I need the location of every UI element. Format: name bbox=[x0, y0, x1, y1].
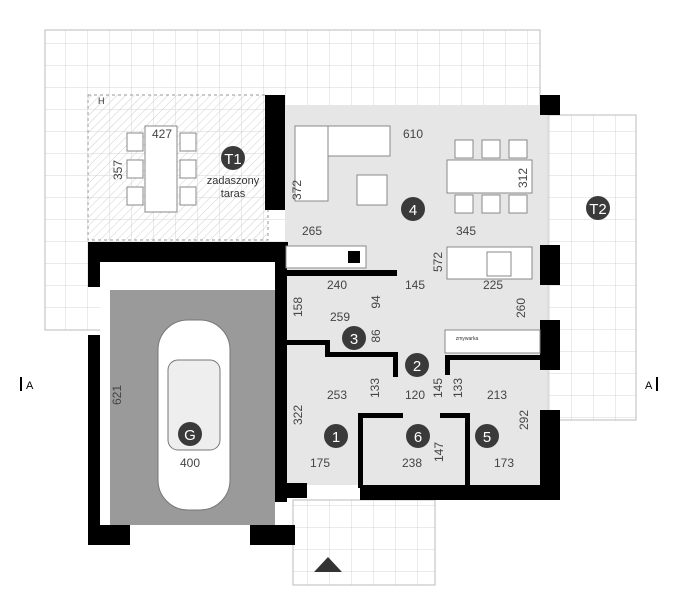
terrace-t2 bbox=[547, 114, 637, 421]
room-markers: T1 zadaszony taras T2 4 3 2 1 6 5 G bbox=[178, 146, 610, 448]
furniture bbox=[126, 125, 541, 354]
room-marker-5: 5 bbox=[475, 424, 499, 448]
section-mark-right: A bbox=[645, 377, 658, 392]
svg-text:173: 173 bbox=[494, 456, 514, 470]
room-name-t1-line1: zadaszony bbox=[207, 175, 260, 187]
entrance-arrow-icon bbox=[314, 557, 342, 572]
svg-text:259: 259 bbox=[330, 310, 350, 324]
car-icon bbox=[157, 319, 231, 511]
svg-text:158: 158 bbox=[291, 297, 305, 317]
room-marker-6: 6 bbox=[406, 424, 430, 448]
svg-text:225: 225 bbox=[483, 278, 503, 292]
svg-text:G: G bbox=[184, 427, 196, 444]
svg-text:133: 133 bbox=[451, 378, 465, 398]
svg-text:621: 621 bbox=[110, 385, 124, 405]
svg-text:1: 1 bbox=[332, 429, 340, 446]
svg-text:145: 145 bbox=[431, 378, 445, 398]
svg-text:253: 253 bbox=[327, 388, 347, 402]
svg-text:86: 86 bbox=[369, 329, 383, 343]
svg-text:322: 322 bbox=[291, 405, 305, 425]
svg-text:T1: T1 bbox=[224, 151, 242, 168]
room-name-t1-line2: taras bbox=[221, 188, 246, 200]
svg-text:147: 147 bbox=[432, 442, 446, 462]
svg-text:572: 572 bbox=[431, 252, 445, 272]
svg-text:345: 345 bbox=[456, 224, 476, 238]
room-marker-t2: T2 bbox=[586, 196, 610, 220]
svg-text:133: 133 bbox=[368, 378, 382, 398]
svg-text:427: 427 bbox=[152, 127, 172, 141]
walls bbox=[88, 95, 560, 545]
svg-text:6: 6 bbox=[414, 429, 422, 446]
svg-text:240: 240 bbox=[327, 278, 347, 292]
section-mark-left: A bbox=[20, 377, 34, 392]
svg-text:94: 94 bbox=[369, 295, 383, 309]
room-marker-2: 2 bbox=[405, 353, 429, 377]
svg-text:238: 238 bbox=[402, 456, 422, 470]
chimney bbox=[348, 251, 360, 263]
svg-text:5: 5 bbox=[483, 429, 491, 446]
svg-text:312: 312 bbox=[516, 168, 530, 188]
svg-text:175: 175 bbox=[310, 456, 330, 470]
room-marker-1: 1 bbox=[324, 424, 348, 448]
svg-text:3: 3 bbox=[350, 331, 358, 348]
svg-text:145: 145 bbox=[405, 278, 425, 292]
svg-text:357: 357 bbox=[111, 160, 125, 180]
height-mark: H bbox=[98, 96, 105, 106]
svg-text:213: 213 bbox=[487, 388, 507, 402]
svg-text:2: 2 bbox=[413, 358, 421, 375]
room-marker-3: 3 bbox=[342, 326, 366, 350]
svg-text:120: 120 bbox=[405, 388, 425, 402]
room-marker-g: G bbox=[178, 422, 202, 446]
svg-text:372: 372 bbox=[290, 180, 304, 200]
room-marker-4: 4 bbox=[401, 197, 425, 221]
svg-text:A: A bbox=[645, 380, 653, 392]
svg-text:400: 400 bbox=[180, 456, 200, 470]
svg-text:A: A bbox=[26, 380, 34, 392]
svg-text:T2: T2 bbox=[589, 201, 607, 218]
svg-text:265: 265 bbox=[302, 224, 322, 238]
room-marker-t1: T1 bbox=[221, 146, 245, 170]
svg-text:610: 610 bbox=[403, 127, 423, 141]
svg-text:292: 292 bbox=[517, 410, 531, 430]
entrance-path bbox=[292, 499, 436, 586]
svg-text:4: 4 bbox=[409, 202, 417, 219]
svg-text:260: 260 bbox=[514, 298, 528, 318]
dimensions: 427 357 610 372 312 265 345 572 240 145 … bbox=[110, 127, 531, 470]
dishwasher-label: zmywarka bbox=[456, 336, 479, 342]
